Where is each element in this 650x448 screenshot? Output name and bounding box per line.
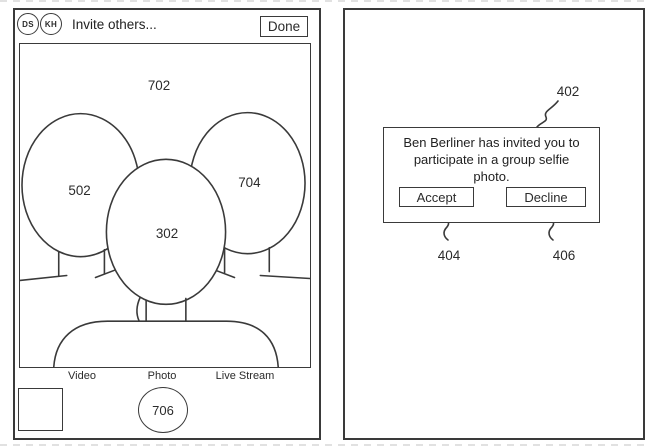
shutter-ref-label: 706: [152, 402, 174, 418]
right-person-shoulder: [259, 274, 310, 280]
right-head-ref-label: 704: [238, 175, 261, 190]
camera-roll-thumbnail[interactable]: [18, 388, 63, 431]
callout-leader-lines: [439, 100, 559, 241]
invited-user-avatar-kh[interactable]: KH: [40, 13, 62, 35]
dialog-ref-label: 402: [556, 84, 580, 99]
left-head-ref-label: 502: [68, 183, 90, 198]
invitation-dialog: Ben Berliner has invited you to particip…: [383, 127, 600, 223]
invite-others-label: Invite others...: [72, 17, 157, 32]
scene-ref-label: 702: [148, 78, 170, 93]
accept-button[interactable]: Accept: [399, 187, 474, 207]
group-selfie-drawing: 702 502 302 704: [20, 78, 310, 367]
decline-ref-label: 406: [552, 248, 576, 263]
center-head-ref-label: 302: [156, 226, 178, 241]
avatar-initials: DS: [22, 19, 34, 29]
center-person-body: [52, 320, 280, 367]
invited-user-avatar-ds[interactable]: DS: [17, 13, 39, 35]
left-phone-screen: DS KH Invite others... Done: [13, 8, 321, 440]
mode-video[interactable]: Video: [68, 370, 96, 382]
done-button[interactable]: Done: [260, 16, 308, 37]
mode-live-stream[interactable]: Live Stream: [215, 370, 275, 382]
decline-button[interactable]: Decline: [506, 187, 586, 207]
mode-photo[interactable]: Photo: [147, 370, 177, 382]
center-person-head: [105, 158, 227, 306]
scan-artifact-bottom: [0, 444, 650, 446]
shutter-button[interactable]: 706: [138, 387, 188, 433]
invitation-message: Ben Berliner has invited you to particip…: [403, 135, 580, 184]
left-person-shoulder: [20, 274, 68, 282]
leader-402: [536, 100, 559, 128]
avatar-initials: KH: [44, 19, 58, 29]
scan-artifact-top: [0, 0, 650, 2]
accept-ref-label: 404: [437, 248, 461, 263]
camera-viewfinder: 702 502 302 704: [19, 43, 311, 368]
right-phone-screen: 402 404 406 Ben Berliner has invited you…: [343, 8, 645, 440]
